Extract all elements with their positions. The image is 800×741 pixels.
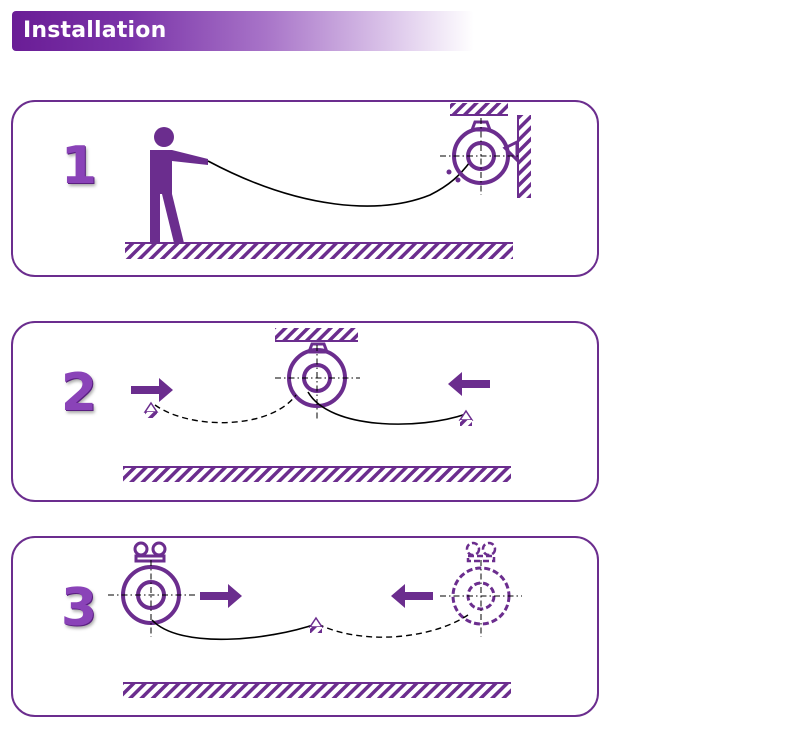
cable-dashed [154,394,297,424]
rope-end-dot [455,177,461,183]
arrow-right-icon [200,584,242,608]
arrow-left-icon [391,584,433,608]
center-axes [108,560,195,637]
step-number: 1 [60,136,98,196]
ground-hatch [123,467,511,482]
pulling-rope [207,160,471,207]
ceiling-hatch [275,328,358,341]
ground-hatch [123,683,511,698]
center-axes [440,560,522,637]
anchor-marker [143,401,159,418]
step-number: 3 [60,578,98,638]
title-banner: Installation [12,11,474,51]
worker-figure [150,127,208,243]
cable-solid [151,619,317,641]
step-3-scene [108,541,522,698]
step-2-scene [123,328,511,482]
cable-solid [307,391,467,425]
anchor-marker [308,616,324,633]
page-title: Installation [23,18,167,43]
ground-hatch [125,243,513,259]
pulley-wheel [452,120,519,185]
step-1-scene [125,103,531,259]
step-number: 2 [60,363,98,423]
ceiling-hatch [450,103,508,115]
arrow-right-icon [131,378,173,402]
rope-end-dot [446,169,452,175]
wall-hatch [518,115,531,198]
anchor-marker [458,409,474,426]
center-axes [440,118,520,195]
cable-dashed [317,614,469,638]
arrow-left-icon [448,372,490,396]
center-axes [275,345,360,420]
